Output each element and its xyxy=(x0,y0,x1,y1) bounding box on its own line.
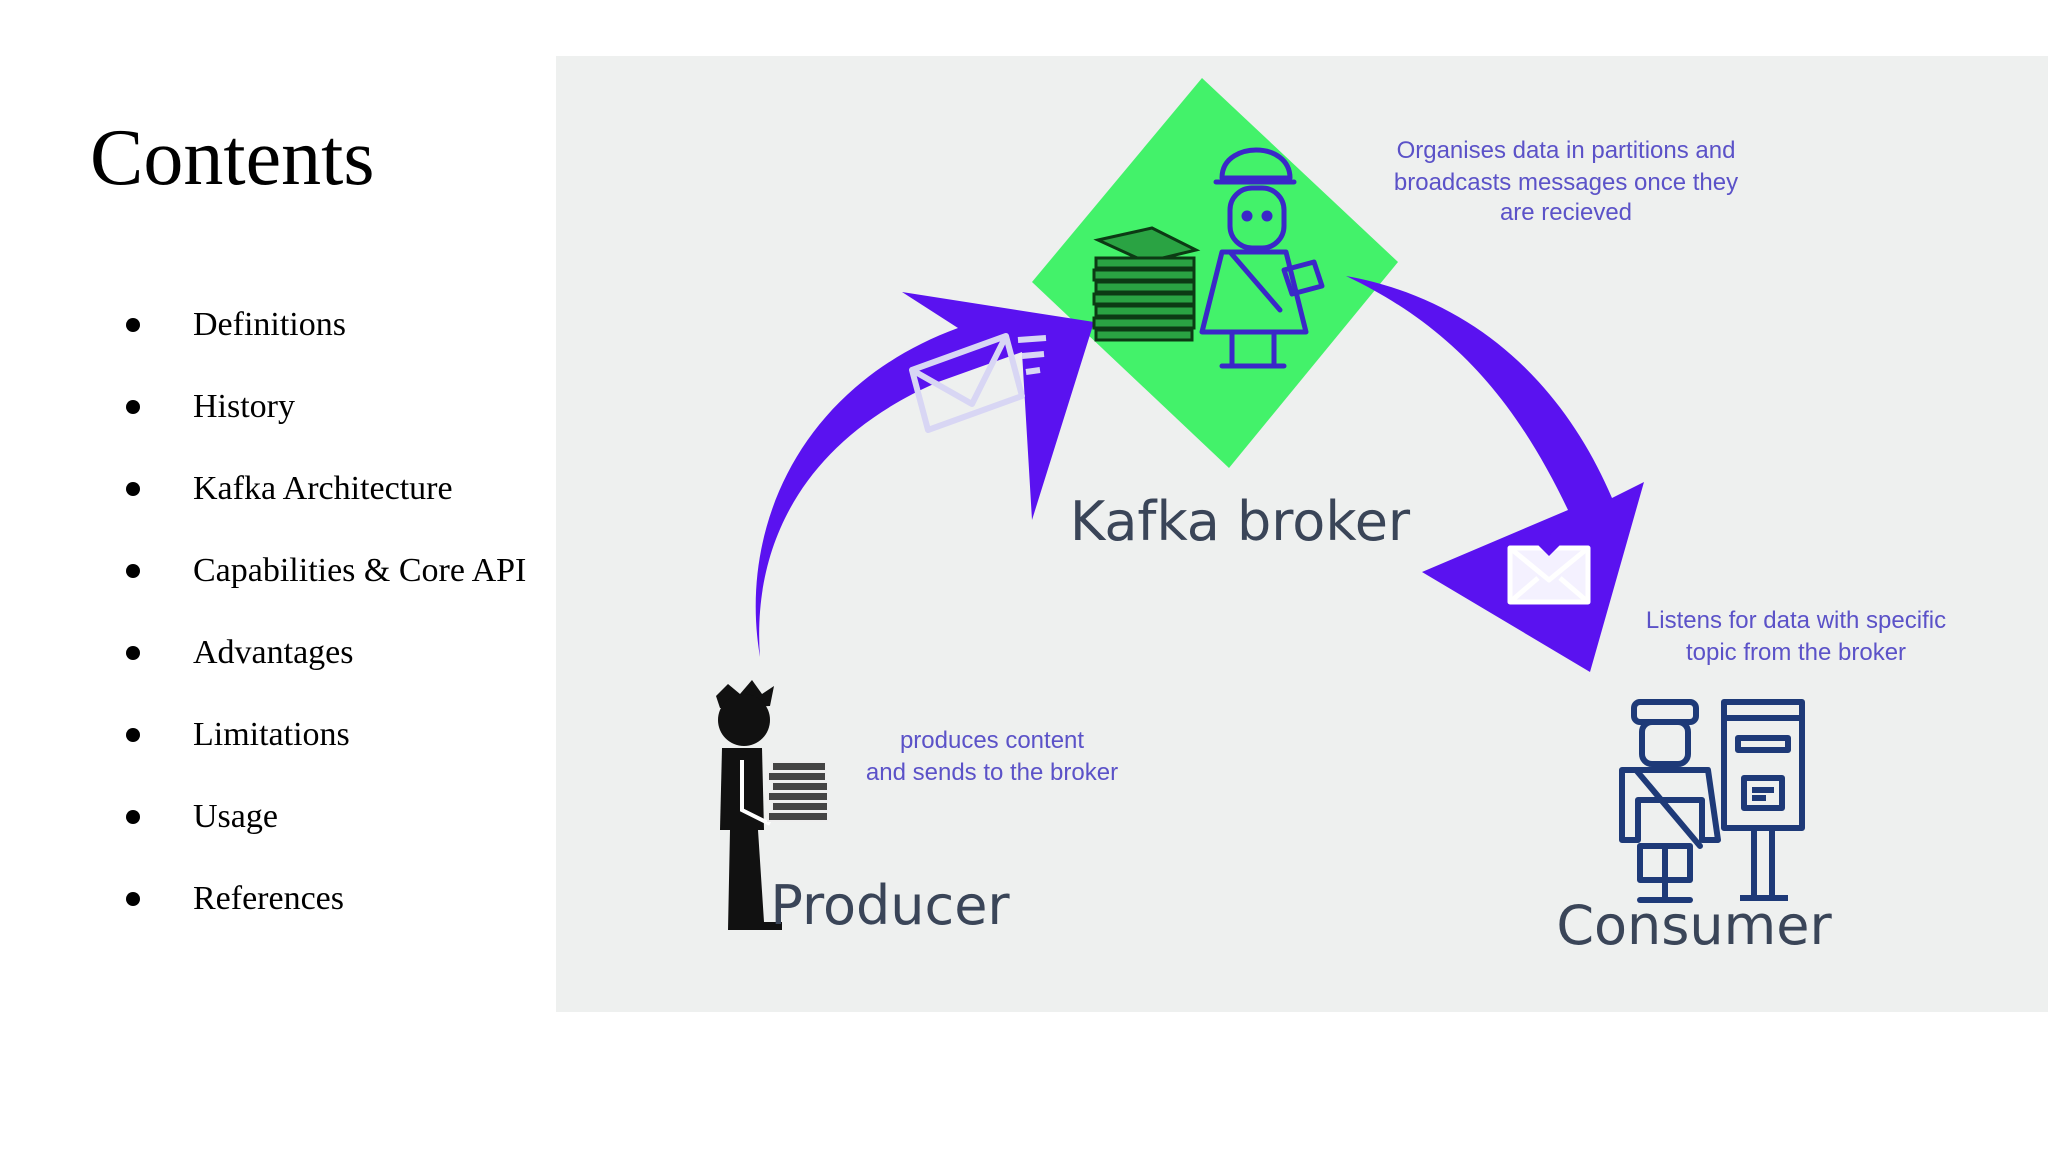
broker-note-line: broadcasts messages once they xyxy=(1394,169,1738,196)
list-item-label: References xyxy=(193,880,345,917)
broker-note-line: Organises data in partitions and xyxy=(1397,137,1736,164)
bullet-icon xyxy=(126,646,140,660)
heart-envelope-icon xyxy=(1507,531,1591,605)
producer-label: Producer xyxy=(770,874,1010,937)
envelope-icon xyxy=(909,333,1047,433)
mailbox-icon xyxy=(1721,699,1805,901)
list-item-label: Capabilities & Core API xyxy=(193,552,527,589)
list-item-label: Definitions xyxy=(193,306,346,343)
producer-note-line: produces content xyxy=(900,727,1084,754)
list-item-label: Kafka Architecture xyxy=(193,470,453,507)
producer-note: produces content and sends to the broker xyxy=(866,727,1118,786)
bullet-icon xyxy=(126,400,140,414)
consumer-note: Listens for data with specific topic fro… xyxy=(1646,607,1946,666)
bullet-icon xyxy=(126,728,140,742)
list-item-label: Limitations xyxy=(193,716,350,753)
list-item-label: History xyxy=(193,388,295,425)
bullet-icon xyxy=(126,810,140,824)
paper-stack-icon xyxy=(1092,226,1201,342)
producer-person-icon xyxy=(716,680,829,930)
bullet-icon xyxy=(126,318,140,332)
producer-to-broker-arrow xyxy=(755,292,1094,657)
consumer-note-line: Listens for data with specific xyxy=(1646,607,1946,634)
broker-to-consumer-arrow xyxy=(1346,276,1644,672)
bullet-icon xyxy=(126,482,140,496)
broker-label: Kafka broker xyxy=(1070,490,1411,553)
consumer-postman-icon xyxy=(1619,699,1721,903)
broker-note-line: are recieved xyxy=(1500,199,1632,226)
bullet-icon xyxy=(126,892,140,906)
consumer-label: Consumer xyxy=(1556,894,1832,957)
list-item-label: Advantages xyxy=(193,634,354,671)
slide-title: Contents xyxy=(90,114,375,202)
postman-icon xyxy=(1199,147,1325,369)
consumer-note-line: topic from the broker xyxy=(1686,639,1906,666)
broker-note: Organises data in partitions and broadca… xyxy=(1394,137,1738,226)
bullet-icon xyxy=(126,564,140,578)
producer-note-line: and sends to the broker xyxy=(866,759,1118,786)
list-item-label: Usage xyxy=(193,798,278,835)
